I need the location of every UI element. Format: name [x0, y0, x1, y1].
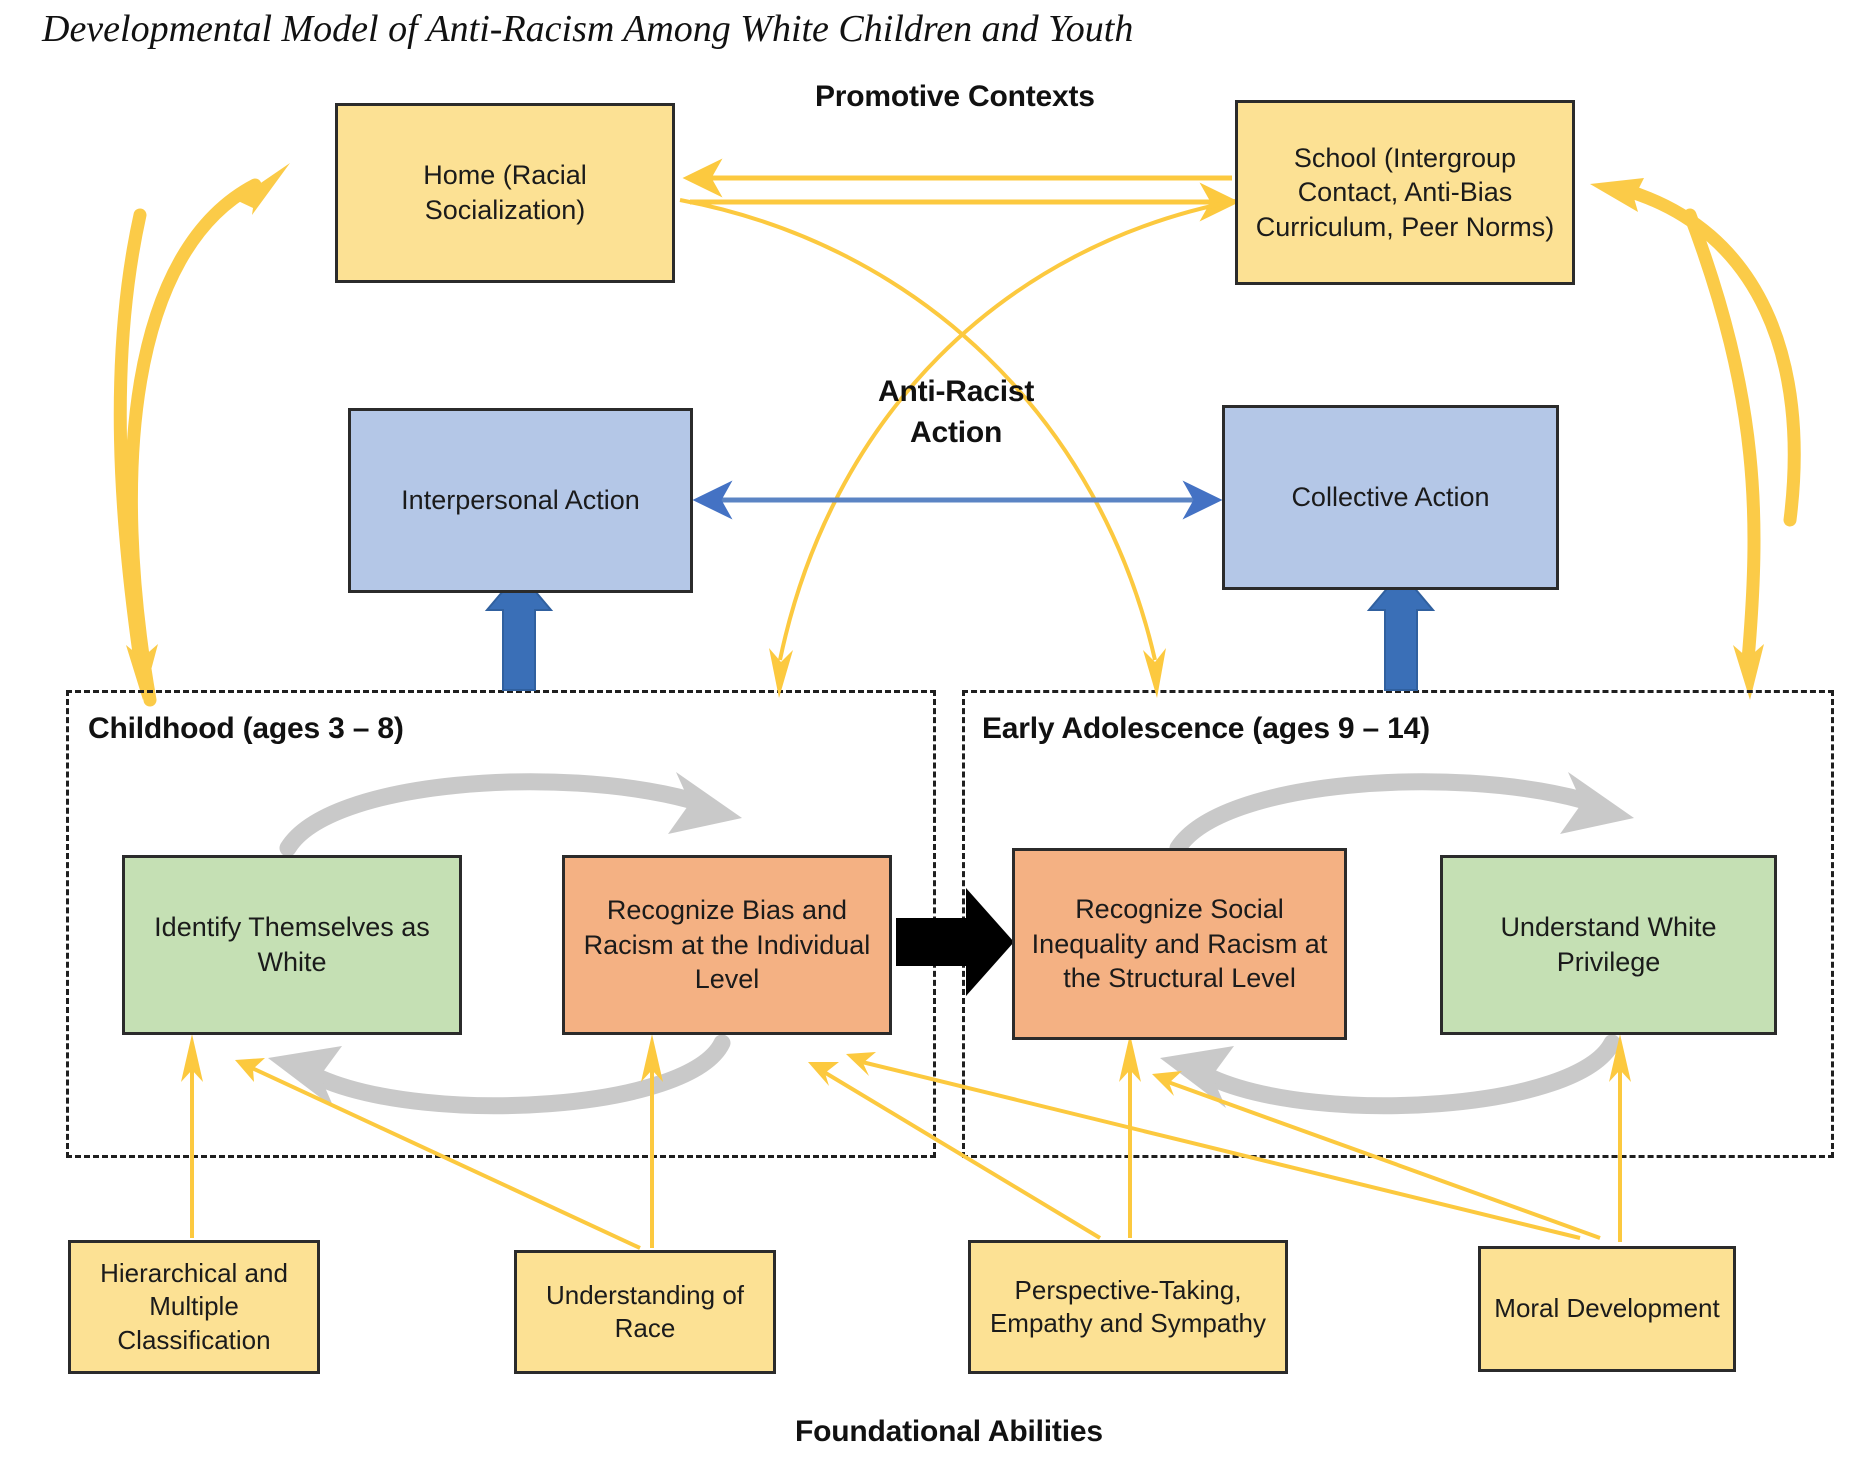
- node-hierarchical-multiple-classification[interactable]: Hierarchical and Multiple Classification: [68, 1240, 320, 1374]
- node-interpersonal-action[interactable]: Interpersonal Action: [348, 408, 693, 593]
- node-understand-white-privilege[interactable]: Understand White Privilege: [1440, 855, 1777, 1035]
- node-school-context[interactable]: School (Intergroup Contact, Anti-Bias Cu…: [1235, 100, 1575, 285]
- node-home-racial-socialization[interactable]: Home (Racial Socialization): [335, 103, 675, 283]
- promotive-contexts-label: Promotive Contexts: [815, 80, 1095, 113]
- arrow-school-down-right: [1683, 208, 1764, 700]
- node-identify-themselves-as-white[interactable]: Identify Themselves as White: [122, 855, 462, 1035]
- anti-racist-action-label: Anti-Racist Action: [878, 372, 1034, 453]
- adolescence-stage-label: Early Adolescence (ages 9 – 14): [982, 712, 1430, 745]
- node-recognize-social-inequality-structural-level[interactable]: Recognize Social Inequality and Racism a…: [1012, 848, 1347, 1040]
- arrow-up-to-school-right: [1590, 178, 1801, 527]
- page-title: Developmental Model of Anti-Racism Among…: [42, 8, 1134, 50]
- arrow-school-to-home-curve: [124, 163, 290, 707]
- childhood-stage-label: Childhood (ages 3 – 8): [88, 712, 404, 745]
- foundational-abilities-label: Foundational Abilities: [795, 1415, 1103, 1448]
- node-collective-action[interactable]: Collective Action: [1222, 405, 1559, 590]
- node-moral-development[interactable]: Moral Development: [1478, 1246, 1736, 1372]
- anti-racist-action-line1: Anti-Racist: [878, 375, 1035, 408]
- node-perspective-taking-empathy-sympathy[interactable]: Perspective-Taking, Empathy and Sympathy: [968, 1240, 1288, 1374]
- node-recognize-bias-individual-level[interactable]: Recognize Bias and Racism at the Individ…: [562, 855, 892, 1035]
- node-understanding-of-race[interactable]: Understanding of Race: [514, 1250, 776, 1374]
- anti-racist-action-line2: Action: [910, 415, 1003, 449]
- arrow-home-down-left: [113, 208, 158, 700]
